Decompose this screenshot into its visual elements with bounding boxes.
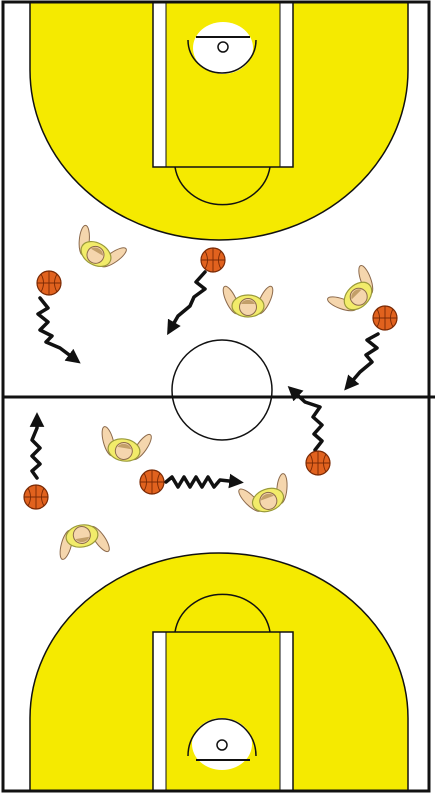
ball-seam [218, 250, 222, 270]
top-ft-circle-paint [175, 167, 270, 205]
bottom-ft-circle-paint [175, 594, 270, 632]
player-5 [59, 524, 110, 560]
players [59, 224, 374, 560]
bottom-rim [216, 739, 228, 751]
ball-seam [143, 472, 147, 492]
ball-seam [54, 273, 58, 293]
basketball-6 [305, 450, 331, 476]
ball-seam [390, 308, 394, 328]
basketball-2 [200, 247, 226, 273]
top-restricted-arc [187, 39, 257, 74]
dribble-arrow-5 [164, 473, 244, 489]
dribble-arrows [29, 270, 380, 489]
player-2 [222, 285, 274, 318]
dribble-arrow-2 [167, 270, 207, 336]
center-circle [171, 339, 273, 441]
hair [351, 289, 362, 300]
ball-seam [27, 487, 31, 507]
bottom-free-throw-semicircle [174, 593, 271, 633]
basketballs [23, 247, 398, 510]
player-3 [327, 265, 374, 312]
dribble-arrow-4 [29, 412, 45, 480]
top-key-outline [152, 1, 294, 168]
top-free-throw-semicircle [174, 166, 271, 206]
top-rim [217, 41, 229, 53]
top-three-point-line [29, 2, 409, 241]
hair [241, 299, 255, 304]
hair [90, 247, 104, 256]
basketball-5 [139, 469, 165, 495]
player-6 [238, 473, 288, 513]
player-1 [78, 224, 127, 268]
ball-seam [376, 308, 380, 328]
ball-seam [323, 453, 327, 473]
basketball-3 [372, 305, 398, 331]
basketball-4 [23, 484, 49, 510]
dribble-arrow-3 [344, 332, 380, 391]
bottom-key-outline [152, 631, 294, 792]
dribble-arrow-6 [287, 386, 324, 452]
ball-seam [204, 250, 208, 270]
basketball-1 [36, 270, 62, 296]
hair [260, 493, 274, 501]
bottom-rim-clear [192, 718, 252, 770]
bottom-three-point-line [29, 552, 409, 791]
ball-seam [40, 273, 44, 293]
player-4 [101, 426, 152, 462]
ball-seam [41, 487, 45, 507]
top-rim-clear [193, 22, 253, 74]
ball-seam [309, 453, 313, 473]
bottom-restricted-arc [187, 718, 257, 757]
ball-seam [157, 472, 161, 492]
hair [117, 443, 132, 450]
dribble-arrow-1 [36, 296, 81, 364]
hair [75, 536, 90, 543]
